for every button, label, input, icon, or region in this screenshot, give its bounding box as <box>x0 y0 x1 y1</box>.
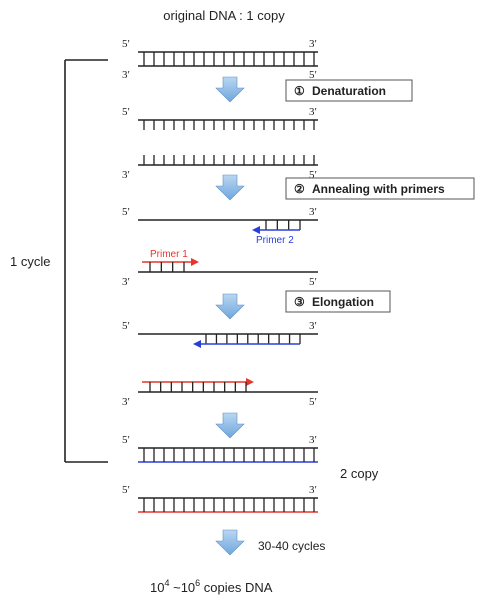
svg-text:3′: 3′ <box>309 434 317 446</box>
svg-text:5′: 5′ <box>122 320 130 332</box>
svg-text:3′: 3′ <box>122 169 130 181</box>
five-prime-label: 5′ <box>122 38 130 50</box>
step-elongation: ③ Elongation <box>285 290 391 313</box>
result-label: 104 ~106 copies DNA <box>150 578 273 595</box>
svg-text:③: ③ <box>294 295 305 309</box>
primer-1-label: Primer 1 <box>150 249 188 260</box>
separated-strand-bottom: 3′ 5′ <box>122 155 318 181</box>
svg-text:3′: 3′ <box>309 320 317 332</box>
svg-text:3′: 3′ <box>122 276 130 288</box>
svg-text:Elongation: Elongation <box>312 295 374 309</box>
svg-text:5′: 5′ <box>309 169 317 181</box>
svg-text:Denaturation: Denaturation <box>312 84 386 98</box>
process-arrow <box>215 174 245 201</box>
svg-text:5′: 5′ <box>122 206 130 218</box>
svg-text:3′: 3′ <box>309 106 317 118</box>
svg-text:5′: 5′ <box>122 106 130 118</box>
annealed-bottom: Primer 1 3′ 5′ <box>122 249 318 288</box>
cycle-bracket <box>64 59 108 463</box>
original-dsdna: 5′ 3′ 3′ 5′ <box>122 38 318 81</box>
three-prime-label: 3′ <box>122 69 130 81</box>
three-prime-label: 3′ <box>309 38 317 50</box>
step-denaturation: ① Denaturation <box>285 79 413 102</box>
svg-text:3′: 3′ <box>309 484 317 496</box>
copy-2-dsdna: 5′ 3′ <box>122 484 318 513</box>
copy-1-dsdna: 5′ 3′ <box>122 434 318 463</box>
process-arrow <box>215 76 245 103</box>
elongated-bottom: 3′ 5′ <box>122 378 318 408</box>
svg-text:5′: 5′ <box>122 434 130 446</box>
cycles-label: 30-40 cycles <box>258 539 325 553</box>
step-annealing: ② Annealing with primers <box>285 177 475 200</box>
svg-text:3′: 3′ <box>309 206 317 218</box>
cycle-label: 1 cycle <box>10 254 50 269</box>
svg-text:3′: 3′ <box>122 396 130 408</box>
copy-count-label: 2 copy <box>340 466 379 481</box>
svg-text:①: ① <box>294 84 305 98</box>
five-prime-label: 5′ <box>309 69 317 81</box>
svg-text:5′: 5′ <box>122 484 130 496</box>
process-arrow <box>215 293 245 320</box>
svg-text:5′: 5′ <box>309 396 317 408</box>
annealed-top: 5′ 3′ Primer 2 <box>122 206 318 246</box>
elongated-top: 5′ 3′ <box>122 320 318 348</box>
svg-text:5′: 5′ <box>309 276 317 288</box>
process-arrow <box>215 412 245 439</box>
process-arrow <box>215 529 245 556</box>
primer-2-label: Primer 2 <box>256 235 294 246</box>
separated-strand-top: 5′ 3′ <box>122 106 318 130</box>
svg-text:Annealing with primers: Annealing with primers <box>312 182 445 196</box>
svg-text:②: ② <box>294 182 305 196</box>
page-title: original DNA : 1 copy <box>163 8 285 23</box>
